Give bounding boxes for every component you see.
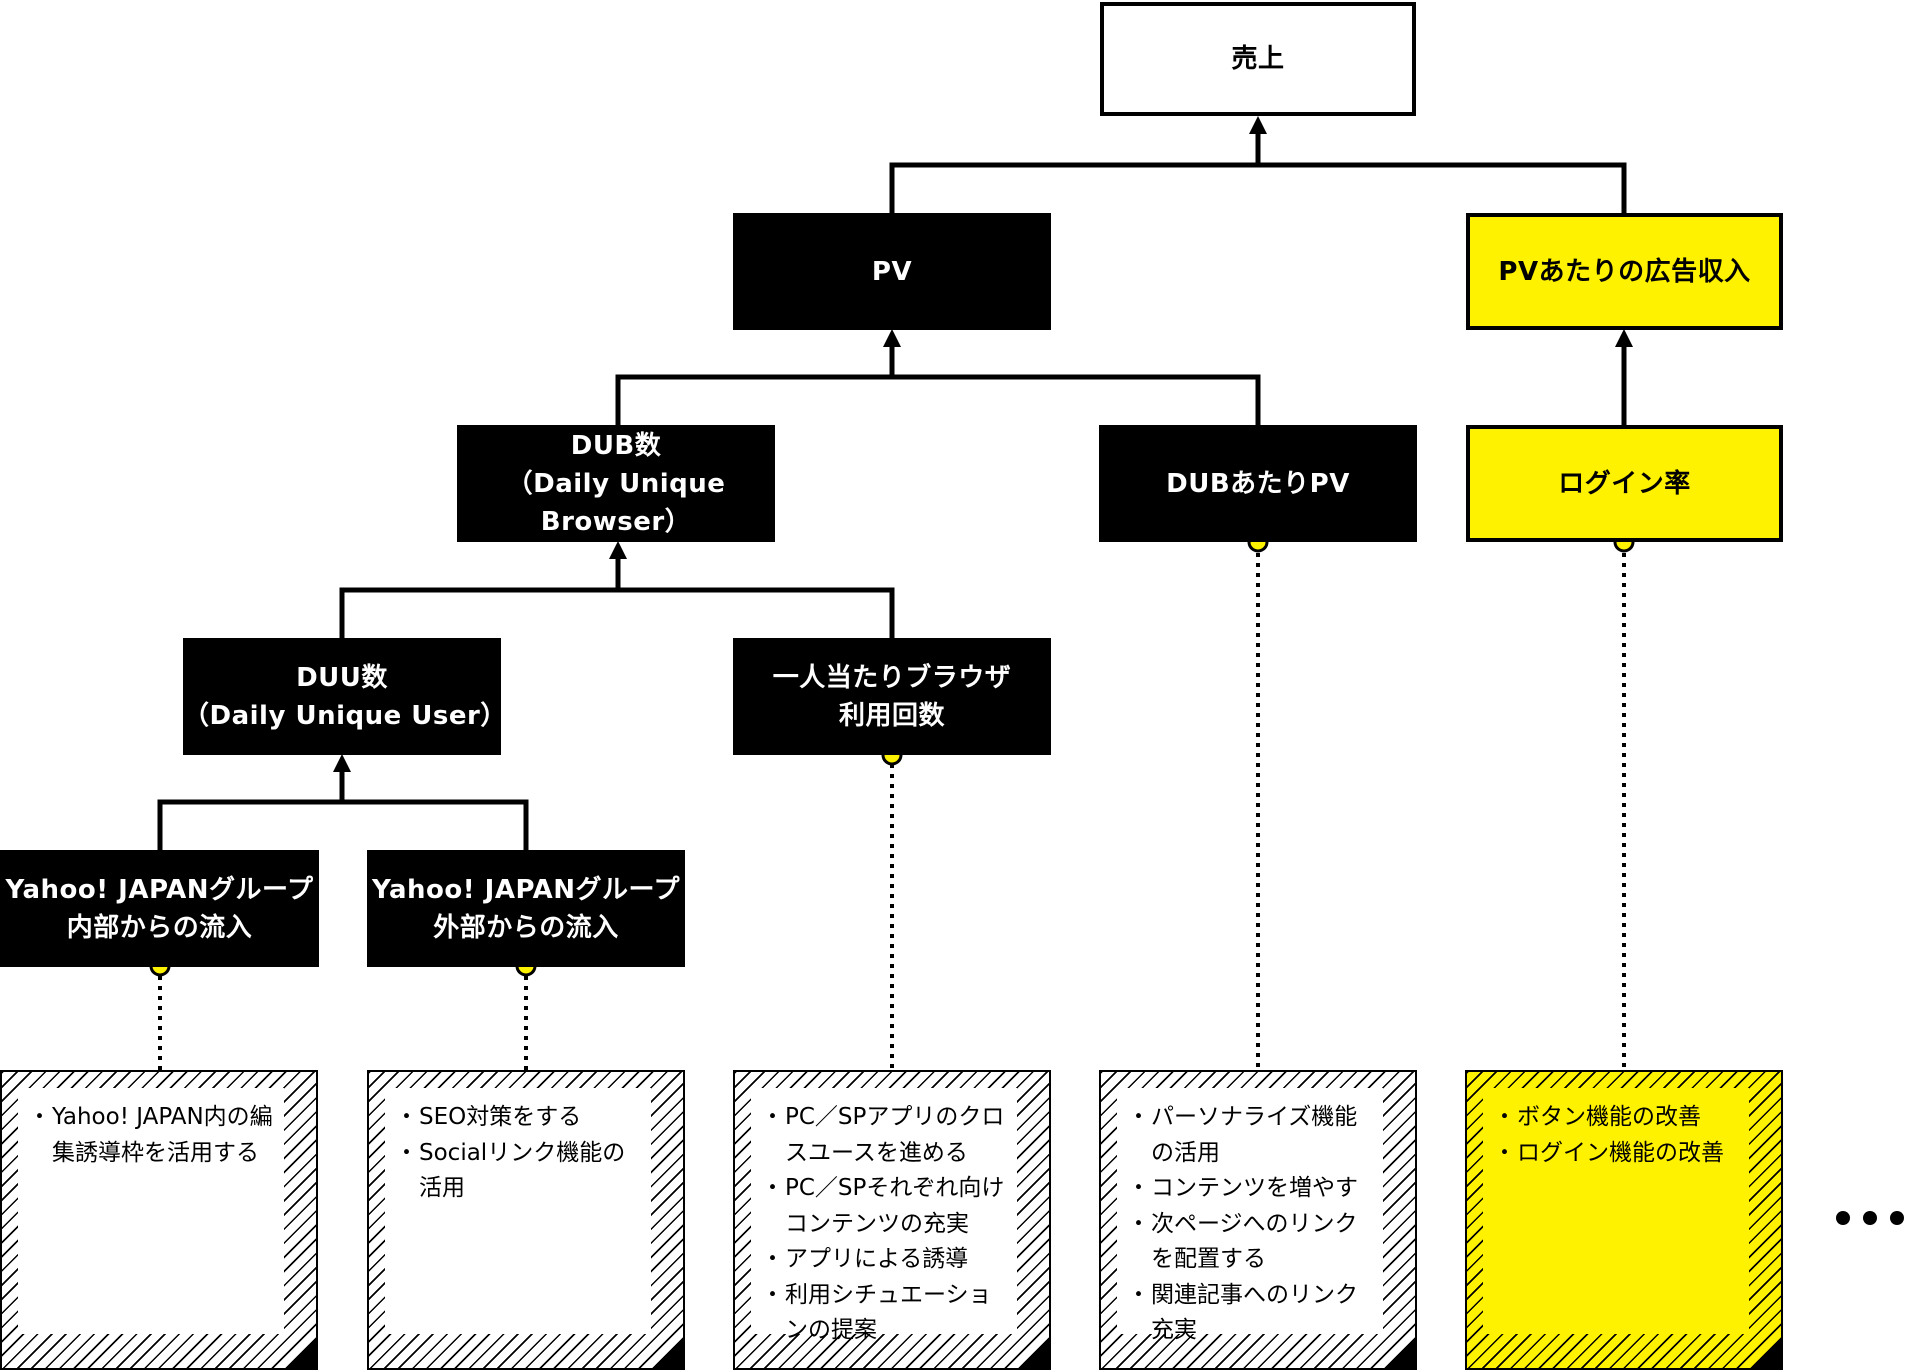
arrowhead-sales (1249, 116, 1267, 134)
node-internal-inflow: Yahoo! JAPANグループ 内部からの流入 (0, 850, 319, 967)
node-pv-label: PV (871, 256, 913, 287)
memo-item: ログイン機能の改善 (1493, 1136, 1739, 1172)
memo-login-body: ボタン機能の改善 ログイン機能の改善 (1483, 1088, 1749, 1334)
node-duu-count-line1: DUU数 (296, 662, 388, 693)
memo-external: SEO対策をする Socialリンク機能の活用 (367, 1070, 685, 1370)
connector-dub-branch (339, 587, 895, 638)
memo-item: SEO対策をする (395, 1100, 641, 1136)
ellipsis-text: … (1836, 1196, 1906, 1236)
connector-pv-branch (615, 374, 1261, 425)
memo-internal-body: Yahoo! JAPAN内の編集誘導枠を活用する (18, 1088, 284, 1334)
node-login-rate-label: ログイン率 (1558, 468, 1691, 499)
node-pv: PV (733, 213, 1051, 330)
node-external-inflow: Yahoo! JAPANグループ 外部からの流入 (367, 850, 685, 967)
connector-sales-branch (889, 162, 1627, 213)
memo-pv-per-dub: パーソナライズ機能の活用 コンテンツを増やす 次ページへのリンクを配置する 関連… (1099, 1070, 1417, 1370)
memo-external-body: SEO対策をする Socialリンク機能の活用 (385, 1088, 651, 1334)
node-browsers-line1: 一人当たりブラウザ (772, 662, 1012, 693)
connector-duu-branch (157, 799, 529, 850)
memo-item: コンテンツを増やす (1127, 1171, 1373, 1207)
memo-item: 関連記事へのリンク充実 (1127, 1278, 1373, 1349)
node-browsers-per-person: 一人当たりブラウザ 利用回数 (733, 638, 1051, 755)
memo-item: パーソナライズ機能の活用 (1127, 1100, 1373, 1171)
memo-item: ボタン機能の改善 (1493, 1100, 1739, 1136)
arrowhead-adrev (1615, 329, 1633, 347)
memo-pv-per-dub-body: パーソナライズ機能の活用 コンテンツを増やす 次ページへのリンクを配置する 関連… (1117, 1088, 1383, 1343)
memo-item: 次ページへのリンクを配置する (1127, 1207, 1373, 1278)
memo-login: ボタン機能の改善 ログイン機能の改善 (1465, 1070, 1783, 1370)
node-ad-revenue-label: PVあたりの広告収入 (1498, 256, 1751, 287)
node-external-line1: Yahoo! JAPANグループ (372, 874, 680, 905)
arrowhead-dub (609, 541, 627, 559)
folded-corner-icon (651, 1336, 683, 1368)
memo-item: アプリによる誘導 (761, 1242, 1007, 1278)
node-internal-line2: 内部からの流入 (66, 912, 253, 943)
node-login-rate: ログイン率 (1466, 425, 1783, 542)
node-sales-label: 売上 (1231, 44, 1285, 74)
memo-item: Yahoo! JAPAN内の編集誘導枠を活用する (28, 1100, 274, 1171)
memo-browsers: PC／SPアプリのクロスユースを進める PC／SPそれぞれ向けコンテンツの充実 … (733, 1070, 1051, 1370)
node-sales: 売上 (1100, 2, 1416, 116)
node-dub-count: DUB数 （Daily Unique Browser） (457, 425, 775, 542)
memo-item: 利用シチュエーションの提案 (761, 1278, 1007, 1349)
node-pv-per-dub-label: DUBあたりPV (1166, 468, 1350, 499)
node-internal-line1: Yahoo! JAPANグループ (5, 874, 314, 905)
memo-item: PC／SPアプリのクロスユースを進める (761, 1100, 1007, 1171)
folded-corner-icon (1383, 1336, 1415, 1368)
arrowhead-duu (333, 754, 351, 772)
memo-internal: Yahoo! JAPAN内の編集誘導枠を活用する (0, 1070, 318, 1370)
node-ad-revenue-per-pv: PVあたりの広告収入 (1466, 213, 1783, 330)
node-duu-count: DUU数 （Daily Unique User） (183, 638, 507, 755)
memo-browsers-body: PC／SPアプリのクロスユースを進める PC／SPそれぞれ向けコンテンツの充実 … (751, 1088, 1017, 1343)
node-pv-per-dub: DUBあたりPV (1099, 425, 1417, 542)
folded-corner-icon (1017, 1336, 1049, 1368)
node-duu-count-line2: （Daily Unique User） (183, 700, 507, 731)
folded-corner-icon (1749, 1336, 1781, 1368)
node-external-line2: 外部からの流入 (433, 912, 619, 943)
memo-item: Socialリンク機能の活用 (395, 1136, 641, 1207)
folded-corner-icon (284, 1336, 316, 1368)
node-browsers-line2: 利用回数 (838, 700, 945, 731)
arrowhead-pv (883, 329, 901, 347)
memo-item: PC／SPそれぞれ向けコンテンツの充実 (761, 1171, 1007, 1242)
node-dub-count-line2: （Daily Unique Browser） (506, 468, 726, 537)
node-dub-count-line1: DUB数 (570, 430, 662, 461)
